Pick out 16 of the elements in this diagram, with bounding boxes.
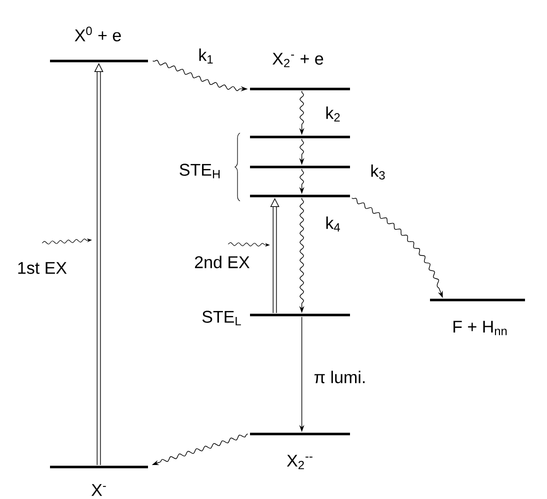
level-label: X$^{-}$ <box>91 484 106 496</box>
level-label: F + H$_{nn}$ <box>454 320 507 336</box>
level-label: X$_{2}$-- <box>286 454 312 470</box>
edge-label: 2nd EX <box>193 254 251 270</box>
edge-label: k$_{1}$ <box>197 48 215 64</box>
edge-label: π lumi. <box>312 370 368 384</box>
arrow <box>94 63 104 465</box>
arrow <box>270 198 280 313</box>
level-label: STE$_{H}$ <box>180 164 220 178</box>
edge-label: 1st EX <box>16 261 68 275</box>
level-label: X$^{0}$ + e <box>74 26 121 42</box>
edge-label: k$_{2}$ <box>324 106 342 122</box>
level-label: X$_{2}$$^{-}$ + e <box>272 52 324 68</box>
edge-label: k$_{4}$ <box>324 216 342 232</box>
level-label: k$_{3}$ <box>371 164 385 180</box>
level-label: STE$_{L}$ <box>202 310 241 326</box>
